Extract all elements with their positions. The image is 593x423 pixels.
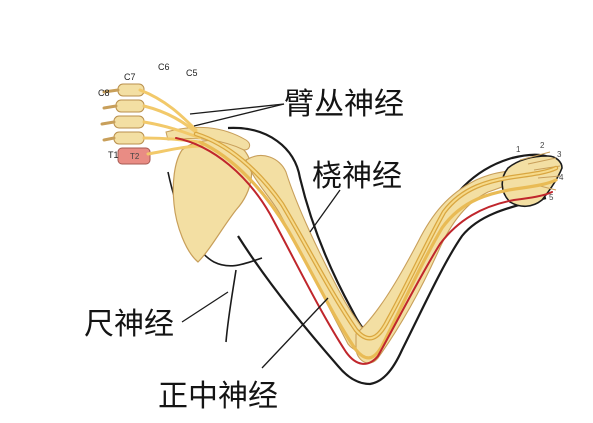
label-median-nerve: 正中神经: [158, 379, 278, 414]
body-side-outline: [225, 269, 237, 343]
hand: [501, 155, 563, 208]
label-c8: C8: [98, 88, 110, 98]
finger-number-2: 2: [540, 141, 545, 150]
median-nerve-path: [198, 140, 558, 360]
finger-number-3: 3: [557, 150, 562, 159]
finger-number-4: 4: [559, 173, 564, 182]
label-ulnar-nerve: 尺神经: [84, 307, 174, 342]
label-c5: C5: [186, 68, 198, 78]
nerve-roots: [138, 88, 204, 156]
label-c6: C6: [158, 62, 170, 72]
label-brachial-plexus: 臂丛神经: [284, 87, 404, 122]
label-t2: T2: [130, 152, 140, 161]
leader-lines: [181, 103, 341, 369]
fingers: [519, 151, 561, 191]
artery-path: [175, 137, 553, 365]
finger-number-1: 1: [516, 145, 521, 154]
finger-number-5: 5: [549, 193, 554, 202]
label-radial-nerve: 桡神经: [312, 159, 402, 194]
label-t1: T1: [108, 150, 119, 160]
label-c7: C7: [124, 72, 136, 82]
radial-nerve-path: [193, 131, 559, 341]
